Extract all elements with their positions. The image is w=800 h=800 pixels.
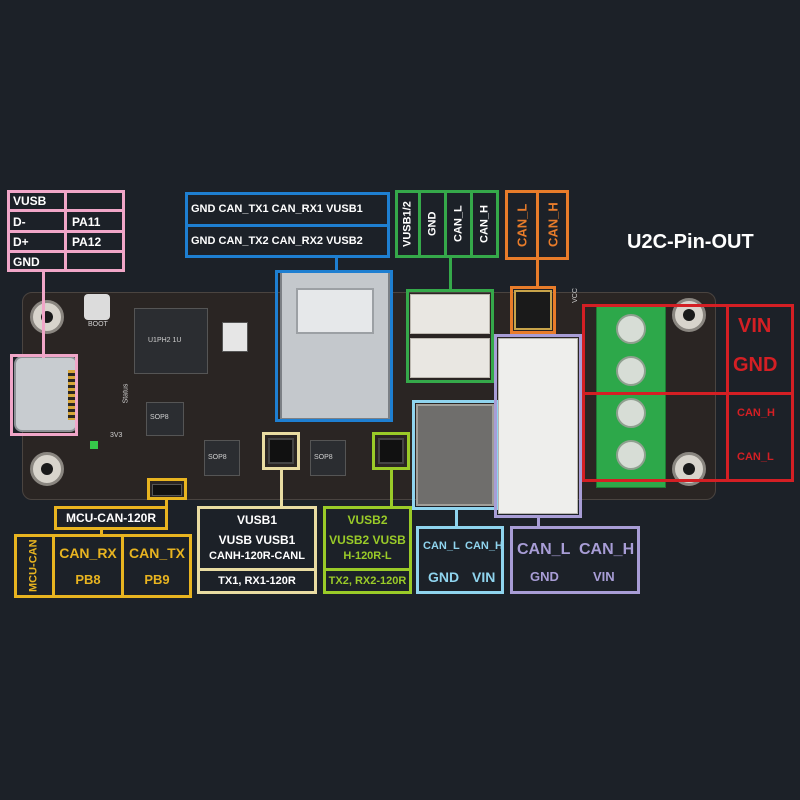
vusb1-box — [197, 506, 317, 594]
screw-icon — [616, 356, 646, 386]
usb-pin-dplus: D+ — [13, 235, 29, 249]
vusb2-title: VUSB2 — [347, 513, 388, 527]
large-conn-canl: CAN_L — [517, 541, 571, 558]
usb-a-slot — [296, 288, 374, 334]
status-silk: Status — [122, 383, 130, 404]
sop8-silk: SOP8 — [314, 454, 333, 461]
mcu-jumper-highlight — [147, 478, 187, 500]
mounting-hole-icon — [30, 452, 64, 486]
usb-a-row2: GND CAN_TX2 CAN_RX2 VUSB2 — [191, 235, 363, 247]
sop8-chip — [146, 402, 184, 436]
sop8-silk: SOP8 — [208, 454, 227, 461]
usb-a-row1: GND CAN_TX1 CAN_RX1 VUSB1 — [191, 203, 363, 215]
usb-pin-dminus: D- — [13, 215, 26, 229]
terminal-gnd: GND — [733, 354, 778, 376]
mcu-can-tx-pin: PB9 — [144, 572, 170, 587]
usb-pin-vusb: VUSB — [13, 194, 47, 208]
small-connector-highlight — [412, 400, 498, 510]
screw-icon — [616, 314, 646, 344]
screw-icon — [616, 440, 646, 470]
small-can-connector — [416, 404, 494, 506]
usb-c-port — [14, 356, 78, 432]
jst-connector-top — [410, 294, 490, 334]
terminal-canh: CAN_H — [737, 407, 775, 419]
vusb1-jumper-highlight — [262, 432, 300, 470]
sop8-chip — [204, 440, 240, 476]
jst-highlight — [406, 289, 494, 383]
usb-pin-gnd: GND — [13, 255, 40, 269]
jst-pin-canh: CAN_H — [478, 205, 491, 243]
status-led-icon — [90, 441, 98, 449]
jst-pin-gnd: GND — [426, 211, 439, 237]
mcu-can-rx: CAN_RX — [59, 545, 117, 561]
vusb1-line3: TX1, RX1-120R — [218, 575, 296, 587]
small-conn-canl: CAN_L — [423, 540, 460, 552]
terminal-canl: CAN_L — [737, 451, 774, 463]
jst-pinout-box — [395, 190, 499, 258]
mcu-can-120r-label: MCU-CAN-120R — [65, 511, 156, 525]
terminal-vin: VIN — [738, 315, 772, 337]
vusb2-box — [323, 506, 412, 594]
vusb1-line1: VUSB VUSB1 — [218, 533, 296, 547]
usb-gpio-pa11: PA11 — [72, 215, 101, 229]
crystal — [222, 322, 248, 352]
vusb2-line2: H-120R-L — [343, 550, 392, 562]
chip-silk: U1PH2 1U — [148, 337, 182, 344]
small-conn-vin: VIN — [472, 569, 496, 585]
large-conn-gnd: GND — [530, 569, 559, 584]
usb-gpio-pa12: PA12 — [72, 235, 102, 249]
jumper-vusb2 — [378, 438, 404, 464]
vusb2-jumper-highlight — [372, 432, 410, 470]
vusb2-line3: TX2, RX2-120R — [328, 575, 407, 587]
jumper-vusb1 — [268, 438, 294, 464]
screw-icon — [616, 398, 646, 428]
vusb1-line2: CANH-120R-CANL — [209, 550, 305, 562]
v33-silk: 3V3 — [110, 432, 123, 439]
mcu-can-side-label: MCU-CAN — [27, 539, 40, 593]
page-title: U2C-Pin-OUT — [627, 231, 754, 253]
small-conn-gnd: GND — [428, 569, 460, 585]
mcu-can-rx-pin: PB8 — [75, 572, 101, 587]
usb-c-pins — [68, 370, 76, 420]
boot-silk: BOOT — [88, 321, 108, 328]
large-connector-highlight — [494, 334, 582, 518]
mcu-can-table — [14, 534, 192, 598]
mounting-hole-icon — [672, 298, 706, 332]
vusb1-title: VUSB1 — [236, 513, 277, 527]
usb-a-highlight — [275, 270, 393, 422]
small-connector-box — [416, 526, 504, 594]
header-pin-canh: CAN_H — [545, 202, 561, 248]
small-conn-canh: CAN_H — [465, 540, 503, 552]
mcu-can-tx: CAN_TX — [128, 545, 185, 561]
large-conn-vin: VIN — [593, 569, 615, 584]
can-pin-header — [514, 290, 552, 330]
large-connector-box — [510, 526, 640, 594]
jst-connector-bottom — [410, 338, 490, 378]
vusb2-line1: VUSB2 VUSB — [329, 533, 406, 547]
mcu-can-120r-box: MCU-CAN-120R — [54, 506, 168, 530]
can-header-highlight — [510, 286, 556, 334]
header-pin-canl: CAN_L — [514, 203, 530, 247]
jumper-mcu-can — [152, 484, 182, 496]
sop8-silk: SOP8 — [150, 414, 169, 421]
large-conn-canh: CAN_H — [579, 541, 635, 558]
usb-c-highlight — [10, 354, 78, 436]
vcc-silk: VCC — [571, 288, 579, 303]
sop8-chip — [310, 440, 346, 476]
mcu-chip — [134, 308, 208, 374]
mounting-hole-icon — [30, 300, 64, 334]
boot-button — [84, 294, 110, 320]
jst-pin-canl: CAN_L — [452, 205, 465, 243]
large-can-connector — [498, 338, 578, 514]
jst-pin-vusb: VUSB1/2 — [401, 201, 414, 247]
